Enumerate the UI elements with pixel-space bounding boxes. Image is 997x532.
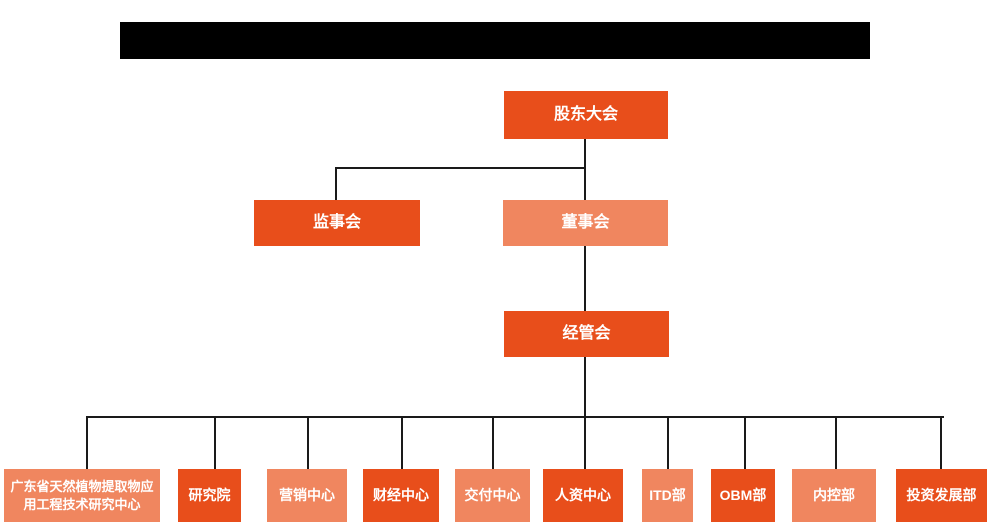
node-delivery-center: 交付中心 xyxy=(455,469,530,522)
node-marketing-center: 营销中心 xyxy=(267,469,347,522)
redacted-title-bar xyxy=(120,22,870,59)
node-obm-department: OBM部 xyxy=(711,469,775,522)
node-investment-development: 投资发展部 xyxy=(896,469,987,522)
connector-drop-delivery xyxy=(492,416,494,470)
connector-management-bus xyxy=(584,357,586,470)
node-supervisory-board: 监事会 xyxy=(254,200,420,246)
connector-bus-horizontal xyxy=(86,416,944,418)
node-research-institute: 研究院 xyxy=(178,469,241,522)
connector-drop-investment xyxy=(940,416,942,470)
connector-shareholders-board xyxy=(584,139,586,201)
connector-drop-marketing xyxy=(307,416,309,470)
connector-supervisory-drop xyxy=(335,167,337,201)
node-hr-center: 人资中心 xyxy=(543,469,623,522)
node-research-center: 广东省天然植物提取物应用工程技术研究中心 xyxy=(4,469,160,522)
node-management-committee: 经管会 xyxy=(504,311,669,357)
connector-drop-internal xyxy=(835,416,837,470)
node-shareholders-meeting: 股东大会 xyxy=(504,91,668,139)
node-internal-control: 内控部 xyxy=(792,469,876,522)
connector-drop-finance xyxy=(401,416,403,470)
node-itd-department: ITD部 xyxy=(642,469,693,522)
connector-drop-itd xyxy=(667,416,669,470)
connector-drop-obm xyxy=(744,416,746,470)
connector-board-management xyxy=(584,246,586,312)
connector-drop-research-center xyxy=(86,416,88,470)
node-finance-center: 财经中心 xyxy=(363,469,439,522)
node-board-of-directors: 董事会 xyxy=(503,200,668,246)
connector-branch-horizontal xyxy=(335,167,586,169)
connector-drop-institute xyxy=(214,416,216,470)
